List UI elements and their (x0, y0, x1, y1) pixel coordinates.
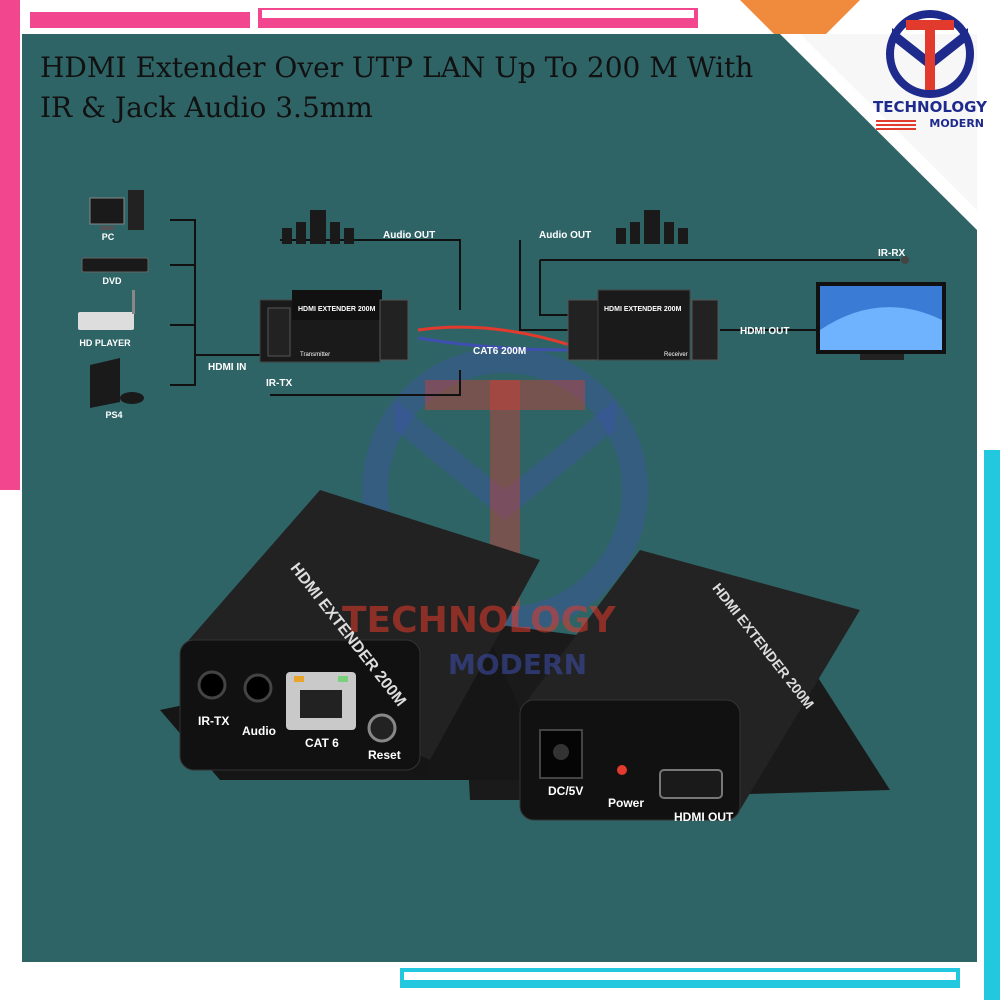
device-label-hd-player: HD PLAYER (79, 338, 131, 348)
watermark-name-bottom: MODERN (448, 648, 588, 681)
transmitter-diagram (259, 290, 409, 363)
transmitter-diagram-label: HDMI EXTENDER 200M (298, 306, 376, 313)
tx-port-label-ir-tx: IR-TX (198, 714, 230, 728)
cable-label: CAT6 200M (473, 346, 527, 357)
rx-port-label-power: Power (608, 796, 645, 810)
brand-logo: TECHNOLOGY MODERN (862, 6, 998, 134)
receiver-diagram-sub: Receiver (664, 352, 688, 358)
watermark-name-top: TECHNOLOGY (342, 600, 616, 641)
frame-cyan-right (984, 450, 1000, 1000)
rx-port-label-hdmi-out: HDMI OUT (674, 810, 734, 824)
dvd-icon (81, 257, 149, 273)
device-label-ps4: PS4 (105, 410, 123, 420)
title-block: HDMI Extender Over UTP LAN Up To 200 M W… (40, 48, 754, 128)
power-led-icon (617, 765, 627, 775)
audio-out-left-label: Audio OUT (383, 230, 436, 241)
brand-name-bottom: MODERN (929, 117, 984, 130)
reset-button-icon (367, 713, 397, 743)
tx-port-label-cat6: CAT 6 (305, 736, 339, 750)
frame-pink-top-left (0, 0, 20, 490)
hdmi-out-label: HDMI OUT (740, 326, 790, 337)
tv-icon (816, 282, 946, 360)
hdmi-out-port-icon (659, 769, 723, 799)
tx-port-label-reset: Reset (368, 748, 401, 762)
pc-icon (89, 190, 144, 230)
frame-orange-corner (740, 0, 860, 60)
speakers-right-icon (616, 210, 688, 244)
speakers-left-icon (282, 210, 354, 244)
connection-diagram (78, 190, 946, 408)
ps4-icon (90, 358, 144, 408)
device-label-pc: PC (101, 232, 115, 242)
rx-port-label-dc5v: DC/5V (548, 784, 584, 798)
receiver-diagram (567, 289, 719, 361)
ir-tx-label: IR-TX (266, 378, 293, 389)
title-line-2: IR & Jack Audio 3.5mm (40, 91, 373, 124)
panel-background (22, 34, 977, 962)
audio-out-right-label: Audio OUT (539, 230, 592, 241)
transmitter-diagram-sub: Transmitter (300, 352, 331, 358)
receiver-unit (519, 550, 860, 821)
hd-player-icon (78, 290, 135, 330)
audio-port-icon (243, 673, 273, 703)
hdmi-in-label: HDMI IN (208, 362, 247, 373)
title-line-1: HDMI Extender Over UTP LAN Up To 200 M W… (40, 51, 754, 84)
device-label-dvd: DVD (102, 276, 122, 286)
product-photo (160, 490, 890, 821)
tx-port-label-audio: Audio (242, 724, 276, 738)
brand-mark-icon (886, 10, 974, 98)
brand-name-top: TECHNOLOGY (873, 98, 987, 116)
ir-tx-port-icon (197, 670, 227, 700)
frame-pink-top-bar (30, 12, 250, 28)
receiver-diagram-label: HDMI EXTENDER 200M (604, 306, 682, 313)
transmitter-unit (179, 490, 540, 780)
ir-rx-label: IR-RX (878, 248, 906, 259)
ir-rx-sensor-icon (901, 256, 909, 264)
